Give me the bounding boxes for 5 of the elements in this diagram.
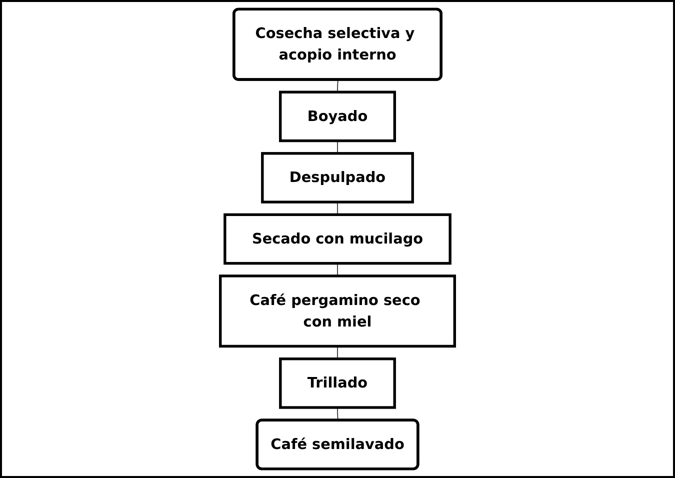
node-box: Despulpado — [261, 152, 414, 204]
node-box: Trillado — [279, 358, 396, 409]
node-box: Secado con mucilago — [224, 213, 452, 265]
node-box: Boyado — [278, 90, 396, 142]
node-box: Café pergamino seco con miel — [219, 274, 456, 348]
